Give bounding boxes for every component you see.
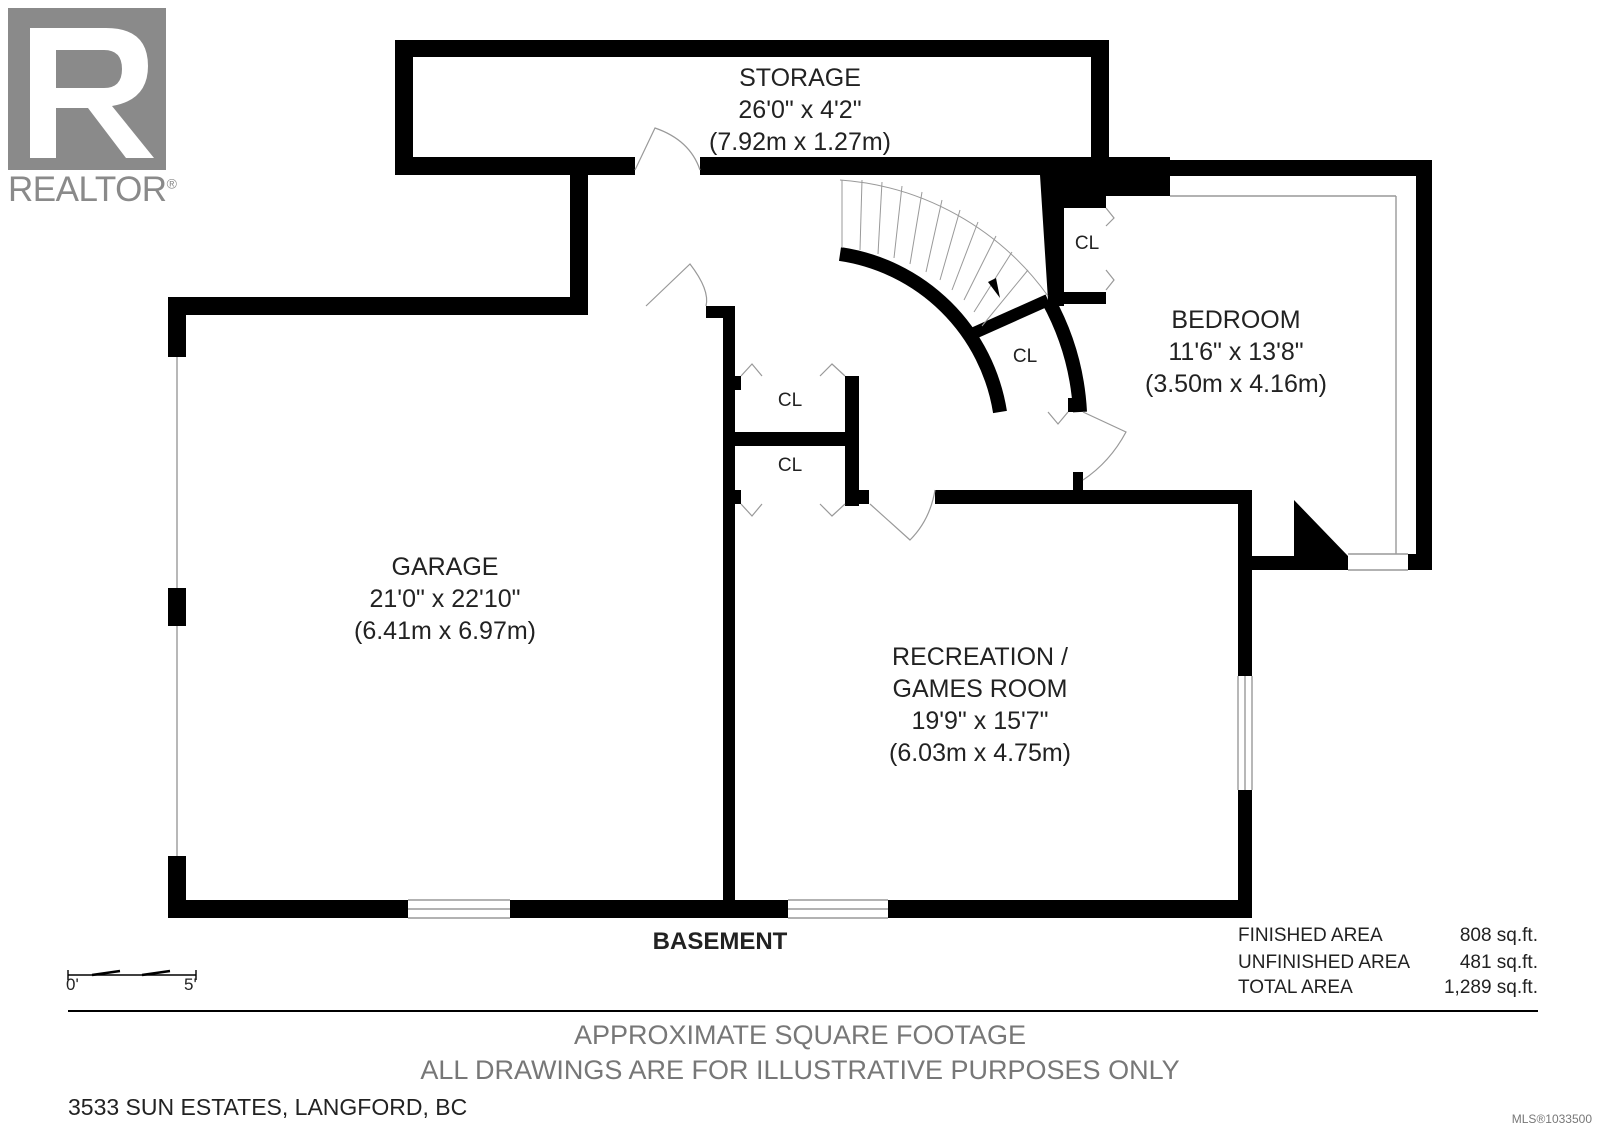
- closet-label: CL: [1074, 233, 1100, 254]
- area-label: FINISHED AREA: [1238, 925, 1383, 946]
- room-name: GAMES ROOM: [892, 675, 1068, 703]
- divider-line: [68, 1010, 1538, 1012]
- scale-bar: [67, 969, 197, 980]
- room-dimensions-metric: (7.92m x 1.27m): [708, 128, 892, 156]
- room-dimensions-imperial: 26'0" x 4'2": [738, 96, 862, 124]
- note-line: ALL DRAWINGS ARE FOR ILLUSTRATIVE PURPOS…: [420, 1055, 1180, 1085]
- room-recreation: RECREATION / GAMES ROOM 19'9" x 15'7" (6…: [889, 641, 1071, 769]
- closet-label: CL: [777, 390, 803, 411]
- stair-arrow: [988, 278, 1000, 298]
- scale-start-label: 0': [66, 975, 79, 994]
- door-swings: [634, 127, 1127, 541]
- room-storage: STORAGE 26'0" x 4'2" (7.92m x 1.27m): [709, 62, 891, 158]
- scale-end-label: 5': [184, 975, 197, 994]
- room-name: RECREATION /: [892, 643, 1068, 671]
- floor-title: BASEMENT: [652, 928, 788, 955]
- room-dimensions-metric: (6.41m x 6.97m): [353, 617, 537, 645]
- room-dimensions-imperial: 21'0" x 22'10": [369, 585, 521, 613]
- room-dimensions-imperial: 19'9" x 15'7": [911, 707, 1049, 735]
- room-name: STORAGE: [739, 64, 861, 92]
- room-name: BEDROOM: [1171, 306, 1301, 334]
- walls: [168, 40, 1432, 918]
- room-dimensions-metric: (6.03m x 4.75m): [888, 739, 1072, 767]
- closet-label: CL: [1012, 346, 1038, 367]
- closet-label: CL: [777, 455, 803, 476]
- note-line: APPROXIMATE SQUARE FOOTAGE: [573, 1020, 1027, 1050]
- realtor-r-logo-icon: [8, 8, 166, 170]
- realtor-wordmark: REALTOR®: [8, 170, 177, 209]
- area-label: TOTAL AREA: [1238, 977, 1353, 998]
- room-name: GARAGE: [391, 553, 499, 581]
- stair-treads: [839, 179, 1049, 327]
- room-bedroom: BEDROOM 11'6" x 13'8" (3.50m x 4.16m): [1145, 304, 1327, 400]
- stair-walls: [838, 247, 1087, 414]
- room-dimensions-imperial: 11'6" x 13'8": [1168, 338, 1304, 366]
- windows: [176, 195, 1408, 919]
- area-value: 808 sq.ft.: [1459, 925, 1538, 946]
- area-value: 481 sq.ft.: [1459, 952, 1538, 973]
- room-dimensions-metric: (3.50m x 4.16m): [1144, 370, 1328, 398]
- mls-number: MLS®1033500: [1511, 1112, 1592, 1126]
- room-garage: GARAGE 21'0" x 22'10" (6.41m x 6.97m): [354, 551, 536, 647]
- area-value: 1,289 sq.ft.: [1443, 977, 1538, 998]
- property-address: 3533 SUN ESTATES, LANGFORD, BC: [68, 1094, 468, 1120]
- area-label: UNFINISHED AREA: [1238, 952, 1411, 973]
